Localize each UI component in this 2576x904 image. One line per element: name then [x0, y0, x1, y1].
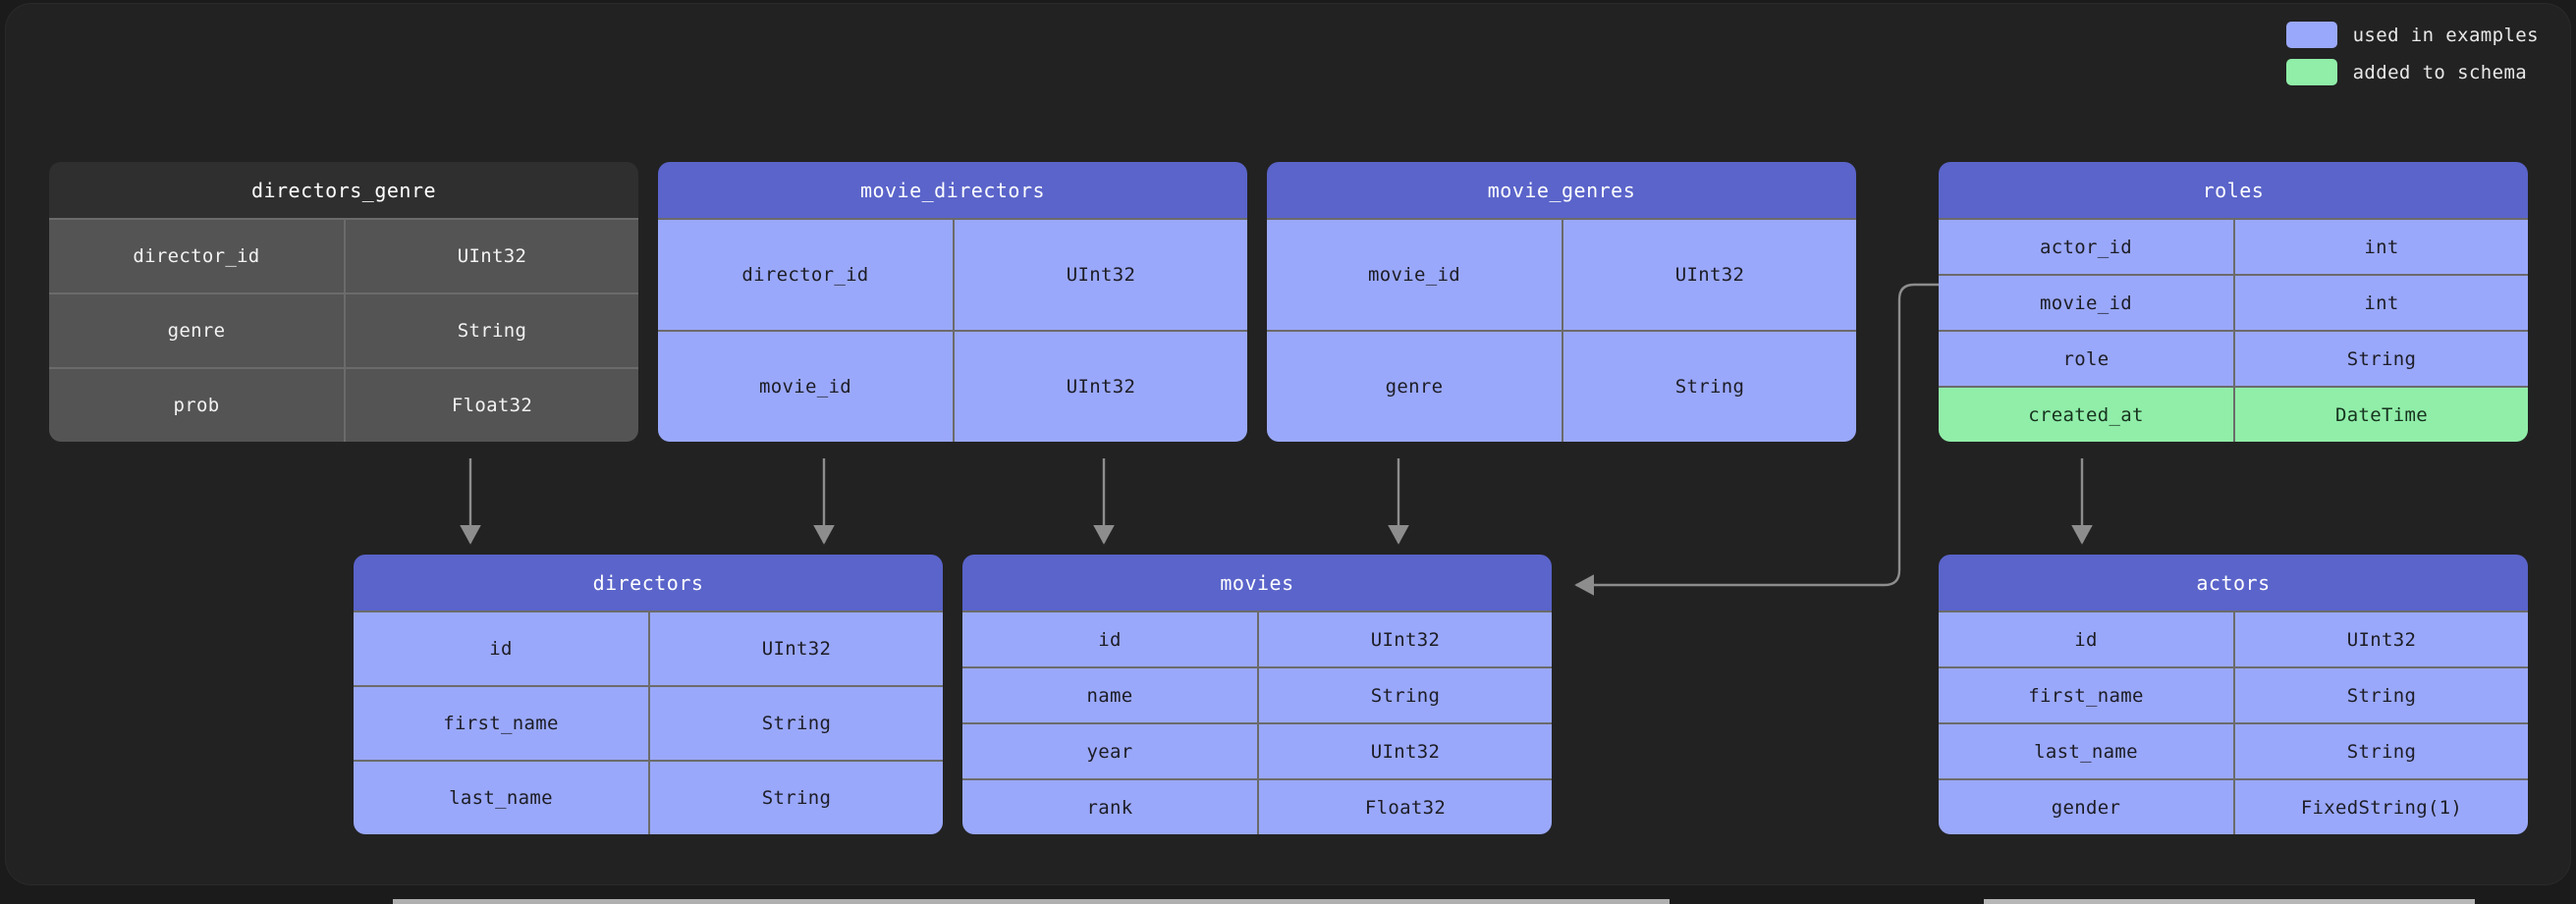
table-row[interactable]: movie_id UInt32	[1267, 218, 1856, 330]
column-name: id	[2074, 628, 2098, 651]
column-name: genre	[1385, 376, 1444, 398]
column-name: role	[2062, 347, 2110, 370]
column-type: DateTime	[2233, 388, 2528, 442]
table-row[interactable]: last_name String	[1939, 722, 2528, 778]
table-row[interactable]: id UInt32	[354, 611, 943, 685]
column-name: rank	[1086, 796, 1133, 819]
table-row[interactable]: director_id UInt32	[49, 218, 638, 292]
table-row[interactable]: genre String	[49, 292, 638, 367]
column-type: int	[2233, 276, 2528, 330]
table-row[interactable]: movie_id int	[1939, 274, 2528, 330]
column-type: String	[2233, 724, 2528, 778]
table-row[interactable]: director_id UInt32	[658, 218, 1247, 330]
legend-swatch-used	[2285, 22, 2337, 48]
column-name: last_name	[2034, 740, 2138, 763]
column-name: director_id	[741, 264, 869, 286]
table-header-directors_genre: directors_genre	[49, 162, 638, 218]
column-type: String	[2233, 332, 2528, 386]
table-row[interactable]: prob Float32	[49, 367, 638, 442]
column-name: id	[1098, 628, 1122, 651]
table-row[interactable]: gender FixedString(1)	[1939, 778, 2528, 834]
column-type: UInt32	[344, 220, 638, 292]
column-type: Float32	[1257, 780, 1552, 834]
table-row[interactable]: id UInt32	[1939, 611, 2528, 666]
column-type: String	[648, 687, 943, 760]
table-roles[interactable]: roles actor_id int movie_id int role Str…	[1939, 162, 2528, 442]
column-name: genre	[167, 320, 226, 342]
table-row[interactable]: name String	[962, 666, 1552, 722]
table-movie_genres[interactable]: movie_genres movie_id UInt32 genre Strin…	[1267, 162, 1856, 442]
table-directors[interactable]: directors id UInt32 first_name String la…	[354, 555, 943, 834]
legend-item-added: added to schema	[2285, 59, 2539, 85]
table-header-movie_genres: movie_genres	[1267, 162, 1856, 218]
legend-label-used: used in examples	[2352, 24, 2539, 46]
column-name: movie_id	[2040, 292, 2132, 314]
column-type: UInt32	[953, 220, 1247, 330]
table-row[interactable]: year UInt32	[962, 722, 1552, 778]
table-row[interactable]: first_name String	[1939, 666, 2528, 722]
column-name: movie_id	[1368, 264, 1460, 286]
table-header-actors: actors	[1939, 555, 2528, 611]
column-type: FixedString(1)	[2233, 780, 2528, 834]
column-type: UInt32	[648, 612, 943, 685]
column-name: movie_id	[759, 376, 851, 398]
table-row[interactable]: last_name String	[354, 760, 943, 834]
column-type: int	[2233, 220, 2528, 274]
column-name: actor_id	[2040, 236, 2132, 258]
column-type: UInt32	[953, 332, 1247, 442]
table-row[interactable]: genre String	[1267, 330, 1856, 442]
column-name: first_name	[443, 713, 559, 734]
legend: used in examples added to schema	[2285, 22, 2539, 85]
column-type: UInt32	[1257, 724, 1552, 778]
column-type: Float32	[344, 369, 638, 442]
table-header-movie_directors: movie_directors	[658, 162, 1247, 218]
legend-swatch-added	[2285, 59, 2337, 85]
column-name: first_name	[2028, 684, 2144, 707]
table-row[interactable]: first_name String	[354, 685, 943, 760]
column-type: String	[1562, 332, 1856, 442]
table-movies[interactable]: movies id UInt32 name String year UInt32…	[962, 555, 1552, 834]
column-name: last_name	[449, 787, 553, 809]
table-header-roles: roles	[1939, 162, 2528, 218]
table-row-added[interactable]: created_at DateTime	[1939, 386, 2528, 442]
table-actors[interactable]: actors id UInt32 first_name String last_…	[1939, 555, 2528, 834]
column-type: UInt32	[2233, 612, 2528, 666]
column-type: String	[648, 762, 943, 834]
column-type: UInt32	[1257, 612, 1552, 666]
column-name: gender	[2051, 796, 2121, 819]
column-type: String	[2233, 668, 2528, 722]
table-header-directors: directors	[354, 555, 943, 611]
column-name: prob	[173, 395, 220, 416]
column-name: name	[1086, 684, 1133, 707]
table-row[interactable]: movie_id UInt32	[658, 330, 1247, 442]
table-row[interactable]: actor_id int	[1939, 218, 2528, 274]
column-type: String	[344, 294, 638, 367]
column-type: UInt32	[1562, 220, 1856, 330]
column-name: id	[489, 638, 513, 660]
window-bottom-edge	[0, 899, 2576, 904]
table-row[interactable]: id UInt32	[962, 611, 1552, 666]
column-type: String	[1257, 668, 1552, 722]
table-movie_directors[interactable]: movie_directors director_id UInt32 movie…	[658, 162, 1247, 442]
column-name: director_id	[133, 245, 260, 267]
table-row[interactable]: rank Float32	[962, 778, 1552, 834]
table-header-movies: movies	[962, 555, 1552, 611]
table-directors_genre[interactable]: directors_genre director_id UInt32 genre…	[49, 162, 638, 442]
legend-item-used: used in examples	[2285, 22, 2539, 48]
column-name: year	[1086, 740, 1133, 763]
column-name: created_at	[2028, 403, 2144, 426]
legend-label-added: added to schema	[2352, 61, 2528, 83]
table-row[interactable]: role String	[1939, 330, 2528, 386]
